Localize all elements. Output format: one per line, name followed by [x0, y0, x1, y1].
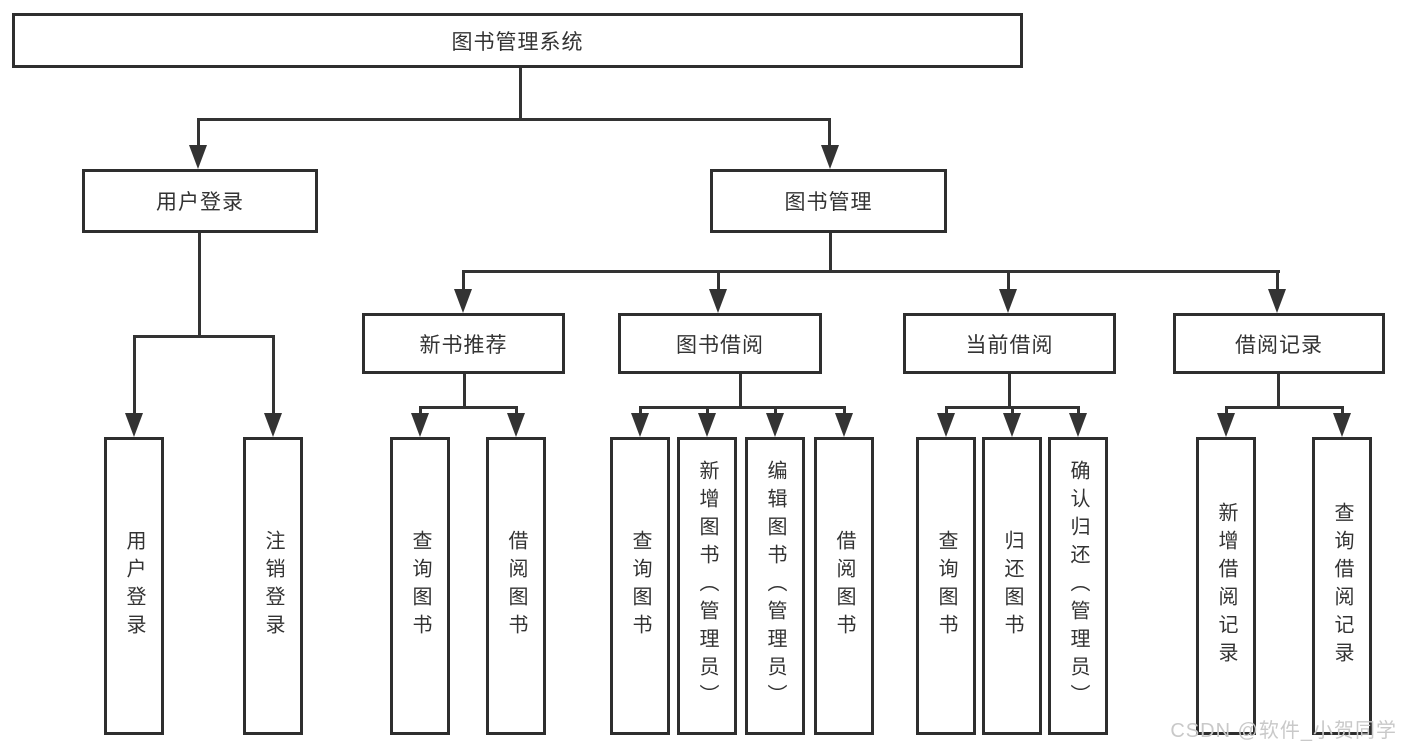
arrow-down-icon — [835, 413, 853, 437]
node-user-login-leaf-label: 用户登录 — [123, 530, 145, 642]
node-current-borrowing: 当前借阅 — [903, 313, 1116, 374]
node-book-borrowing-label: 图书借阅 — [676, 333, 764, 357]
node-edit-books-admin-label: 编辑图书（管理员） — [764, 460, 786, 712]
node-book-borrowing: 图书借阅 — [618, 313, 822, 374]
connector-vline — [133, 335, 136, 415]
node-confirm-return-admin-label: 确认归还（管理员） — [1067, 460, 1089, 712]
arrow-down-icon — [125, 413, 143, 437]
node-query-borrow-record: 查询借阅记录 — [1312, 437, 1372, 735]
node-borrow-books: 借阅图书 — [814, 437, 874, 735]
connector-vline — [774, 406, 777, 415]
node-edit-books-admin: 编辑图书（管理员） — [745, 437, 805, 735]
node-borrow-books-recommend-label: 借阅图书 — [505, 530, 527, 642]
node-user-login: 用户登录 — [82, 169, 318, 233]
connector-vline — [1277, 374, 1280, 406]
connector-vline — [197, 118, 200, 146]
node-query-borrow-record-label: 查询借阅记录 — [1331, 502, 1353, 670]
connector-hline — [133, 335, 274, 338]
node-borrowing-records: 借阅记录 — [1173, 313, 1385, 374]
connector-vline — [519, 68, 522, 118]
node-book-management: 图书管理 — [710, 169, 947, 233]
connector-vline — [639, 406, 642, 415]
arrow-down-icon — [1333, 413, 1351, 437]
connector-vline — [1077, 406, 1080, 415]
connector-vline — [1225, 406, 1228, 415]
watermark: CSDN @软件_小贺同学 — [1170, 720, 1397, 742]
connector-vline — [1341, 406, 1344, 415]
connector-vline — [843, 406, 846, 415]
connector-vline — [272, 335, 275, 415]
connector-vline — [828, 118, 831, 146]
node-query-books-recommend: 查询图书 — [390, 437, 450, 735]
connector-hline — [419, 406, 518, 409]
arrow-down-icon — [766, 413, 784, 437]
connector-hline — [1225, 406, 1344, 409]
node-book-management-label: 图书管理 — [784, 191, 873, 214]
arrow-down-icon — [937, 413, 955, 437]
node-user-login-label: 用户登录 — [156, 191, 244, 214]
node-query-books-recommend-label: 查询图书 — [409, 530, 431, 642]
arrow-down-icon — [507, 413, 525, 437]
connector-vline — [515, 406, 518, 415]
node-query-books-current: 查询图书 — [916, 437, 976, 735]
connector-vline — [463, 374, 466, 406]
node-root: 图书管理系统 — [12, 13, 1023, 68]
arrow-down-icon — [821, 145, 839, 169]
node-query-books-borrowing-label: 查询图书 — [629, 530, 651, 642]
connector-vline — [739, 374, 742, 406]
node-return-books-label: 归还图书 — [1001, 530, 1023, 642]
arrow-down-icon — [1069, 413, 1087, 437]
node-user-login-leaf: 用户登录 — [104, 437, 164, 735]
node-return-books: 归还图书 — [982, 437, 1042, 735]
node-new-book-recommend-label: 新书推荐 — [419, 333, 508, 357]
node-logout-login: 注销登录 — [243, 437, 303, 735]
arrow-down-icon — [999, 289, 1017, 313]
node-borrow-books-recommend: 借阅图书 — [486, 437, 546, 735]
connector-vline — [1011, 406, 1014, 415]
node-logout-login-label: 注销登录 — [262, 530, 284, 642]
node-current-borrowing-label: 当前借阅 — [965, 333, 1054, 357]
arrow-down-icon — [454, 289, 472, 313]
arrow-down-icon — [1268, 289, 1286, 313]
node-query-books-borrowing: 查询图书 — [610, 437, 670, 735]
connector-hline — [197, 118, 830, 121]
arrow-down-icon — [1217, 413, 1235, 437]
node-add-borrow-record: 新增借阅记录 — [1196, 437, 1256, 735]
connector-vline — [419, 406, 422, 415]
node-borrowing-records-label: 借阅记录 — [1235, 333, 1323, 357]
arrow-down-icon — [1003, 413, 1021, 437]
connector-vline — [945, 406, 948, 415]
connector-vline — [717, 270, 720, 290]
connector-vline — [1007, 270, 1010, 290]
node-borrow-books-label: 借阅图书 — [833, 530, 855, 642]
node-root-label: 图书管理系统 — [451, 30, 584, 54]
arrow-down-icon — [631, 413, 649, 437]
connector-hline — [639, 406, 846, 409]
node-add-books-admin-label: 新增图书（管理员） — [696, 460, 718, 712]
node-new-book-recommend: 新书推荐 — [362, 313, 565, 374]
connector-vline — [1008, 374, 1011, 406]
connector-vline — [1276, 270, 1279, 290]
arrow-down-icon — [189, 145, 207, 169]
connector-vline — [462, 270, 465, 290]
arrow-down-icon — [411, 413, 429, 437]
node-confirm-return-admin: 确认归还（管理员） — [1048, 437, 1108, 735]
connector-vline — [198, 233, 201, 335]
arrow-down-icon — [709, 289, 727, 313]
arrow-down-icon — [698, 413, 716, 437]
node-query-books-current-label: 查询图书 — [935, 530, 957, 642]
connector-vline — [829, 233, 832, 272]
connector-hline — [462, 270, 1280, 273]
node-add-borrow-record-label: 新增借阅记录 — [1215, 502, 1237, 670]
node-add-books-admin: 新增图书（管理员） — [677, 437, 737, 735]
arrow-down-icon — [264, 413, 282, 437]
connector-vline — [706, 406, 709, 415]
